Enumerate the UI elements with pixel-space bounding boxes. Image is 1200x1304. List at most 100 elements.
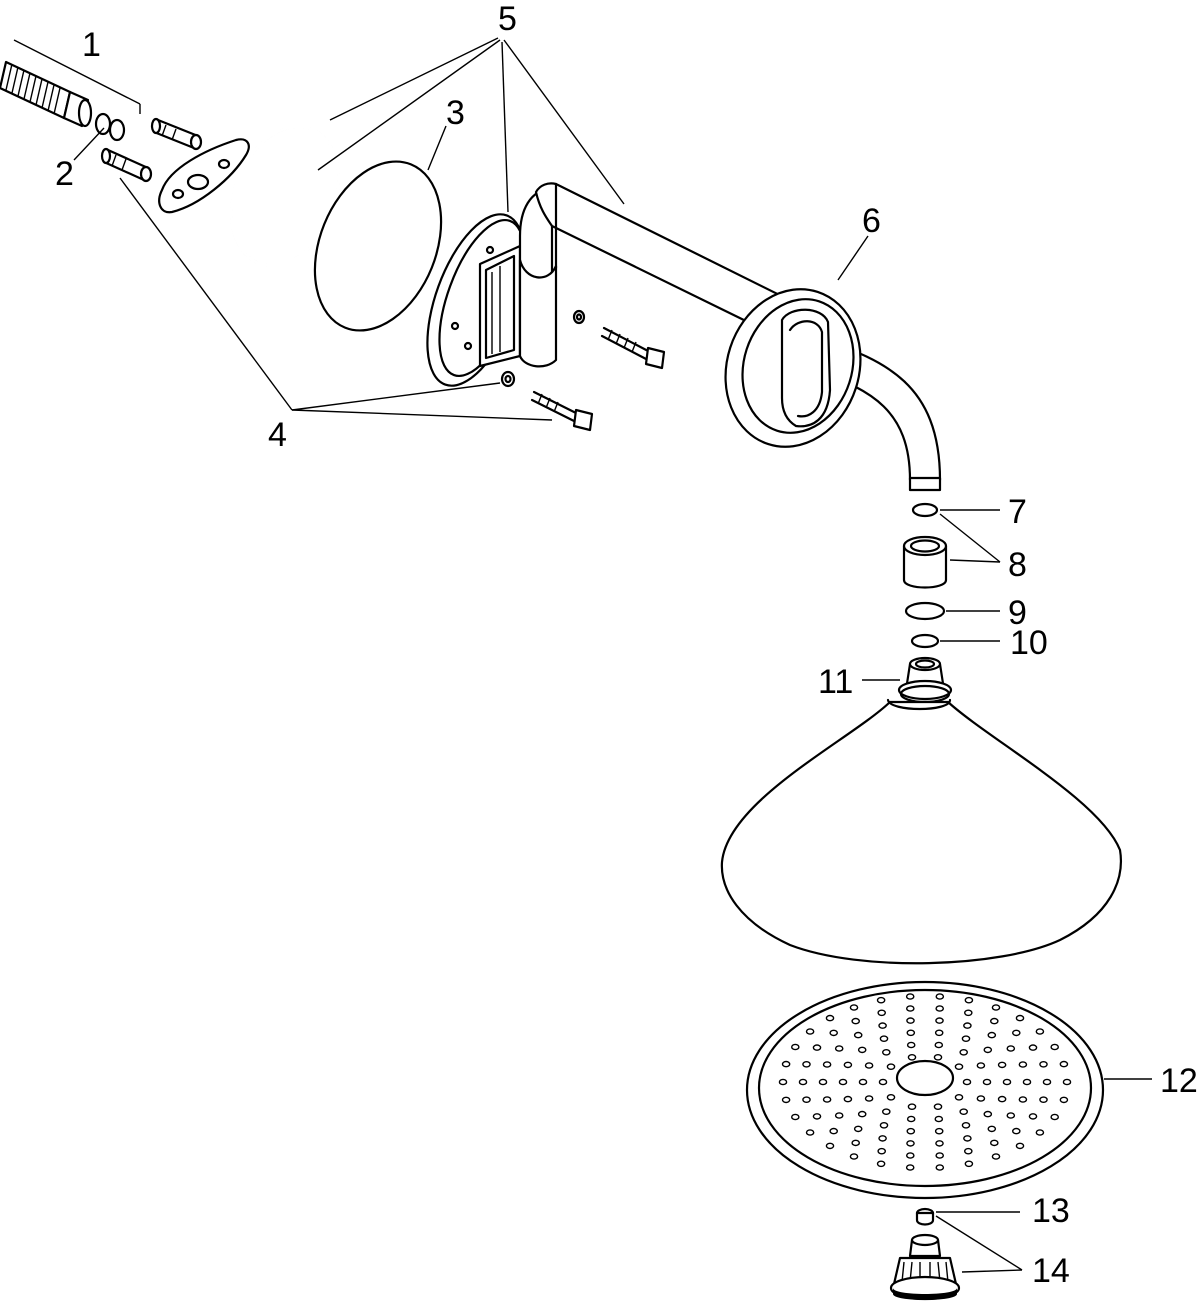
spray-nozzle [964, 996, 974, 1004]
spray-nozzle [822, 1096, 832, 1103]
spray-nozzle [1012, 1029, 1021, 1037]
part-5-split-ring [229, 125, 341, 270]
spray-nozzle [906, 1041, 916, 1049]
spray-nozzle [1035, 1028, 1045, 1035]
spray-nozzle [851, 1139, 861, 1147]
spray-nozzle [857, 1046, 867, 1054]
spray-nozzle [882, 1049, 891, 1056]
spray-nozzle [879, 1122, 889, 1129]
spray-nozzle [906, 1152, 915, 1159]
spray-nozzle [886, 1063, 896, 1070]
spray-nozzle [982, 1078, 992, 1086]
spray-nozzle [935, 1017, 944, 1024]
spray-nozzle [906, 1029, 916, 1037]
spray-nozzle [906, 1140, 915, 1147]
spray-nozzle [964, 1160, 974, 1168]
spray-nozzle [886, 1094, 896, 1101]
spray-nozzle [954, 1063, 964, 1070]
spray-nozzle [987, 1125, 997, 1133]
spray-nozzle [876, 996, 886, 1004]
spray-nozzle [1039, 1061, 1048, 1068]
spray-nozzle [818, 1078, 828, 1086]
spray-nozzle [812, 1044, 822, 1051]
spray-nozzle [906, 1005, 915, 1012]
spray-nozzle [906, 1115, 916, 1123]
callout-13: 13 [1032, 1192, 1070, 1230]
spray-nozzle [1015, 1014, 1025, 1022]
spray-nozzle [876, 1160, 886, 1168]
part-14-valve-cap [889, 1233, 961, 1301]
spray-nozzle [1006, 1045, 1016, 1052]
spray-nozzle [906, 1017, 915, 1024]
spray-nozzles [778, 993, 1072, 1171]
spray-nozzle [849, 1004, 859, 1011]
spray-nozzle [933, 1103, 943, 1110]
spray-nozzle [1050, 1113, 1059, 1121]
spray-nozzle [812, 1113, 822, 1120]
part-13-filter [915, 1207, 935, 1226]
spray-nozzle [1042, 1078, 1052, 1086]
callout-3: 3 [446, 94, 465, 132]
spray-nozzle [959, 1108, 969, 1115]
spray-nozzle [843, 1061, 853, 1069]
spray-nozzle [834, 1045, 844, 1052]
spray-nozzle [849, 1153, 859, 1160]
spray-nozzle [882, 1108, 891, 1115]
callout-11: 11 [818, 663, 853, 701]
spray-nozzle [878, 1135, 887, 1142]
spray-nozzle [962, 1078, 972, 1086]
callout-1: 1 [82, 26, 101, 64]
spray-nozzle [781, 1060, 791, 1068]
part-5-wall-bracket [426, 213, 526, 387]
spray-nozzle [851, 1017, 861, 1025]
spray-nozzle [935, 1005, 945, 1012]
spray-nozzle [963, 1022, 972, 1029]
spray-nozzle [1018, 1061, 1028, 1068]
spray-nozzle [825, 1014, 835, 1022]
spray-nozzle [1012, 1127, 1021, 1135]
spray-nozzle [1015, 1142, 1025, 1150]
spray-nozzle [778, 1078, 788, 1086]
spray-nozzle [961, 1122, 971, 1129]
callout-7: 7 [1008, 493, 1027, 531]
callout-14: 14 [1032, 1252, 1070, 1290]
part-7-ring [911, 502, 939, 518]
spray-nozzle [829, 1127, 839, 1135]
part-4-screw-lower [500, 370, 594, 432]
part-11-ball-joint [897, 656, 953, 704]
spray-nozzle [997, 1061, 1007, 1069]
spray-nozzle [997, 1095, 1007, 1103]
spray-nozzle [791, 1113, 800, 1121]
spray-nozzle [905, 993, 915, 1000]
spray-nozzle [1006, 1112, 1016, 1119]
spray-nozzle [959, 1049, 969, 1056]
spray-nozzle [1002, 1078, 1012, 1086]
spray-nozzle [1059, 1060, 1069, 1068]
part-6-shower-arm [518, 182, 942, 492]
spray-nozzle [781, 1096, 791, 1104]
spray-nozzle [1035, 1129, 1045, 1136]
spray-nozzle [1028, 1044, 1038, 1051]
spray-nozzle [934, 1041, 944, 1049]
part-3-large-o-ring [313, 160, 443, 332]
spray-nozzle [976, 1095, 986, 1102]
callout-labels: 1 2 3 4 5 6 7 8 9 10 11 12 13 14 [55, 0, 1198, 1290]
part-4-wall-plug-lower [100, 147, 153, 183]
spray-nozzle [853, 1031, 863, 1039]
spray-nozzle [935, 1140, 944, 1147]
spray-nozzle [964, 1009, 973, 1017]
part-1-hose-connector [0, 60, 93, 128]
callout-9: 9 [1008, 594, 1027, 632]
spray-nozzle [934, 1127, 944, 1135]
spray-nozzle [822, 1061, 832, 1068]
spray-nozzle [907, 1054, 917, 1061]
spray-nozzle [905, 1164, 915, 1171]
callout-12: 12 [1160, 1062, 1198, 1100]
spray-nozzle [1062, 1078, 1072, 1086]
callout-6: 6 [862, 202, 881, 240]
spray-nozzle [825, 1142, 835, 1150]
spray-nozzle [858, 1078, 868, 1086]
spray-nozzle [963, 1135, 972, 1142]
part-4-screw-upper [572, 309, 666, 370]
spray-nozzle [834, 1112, 844, 1119]
